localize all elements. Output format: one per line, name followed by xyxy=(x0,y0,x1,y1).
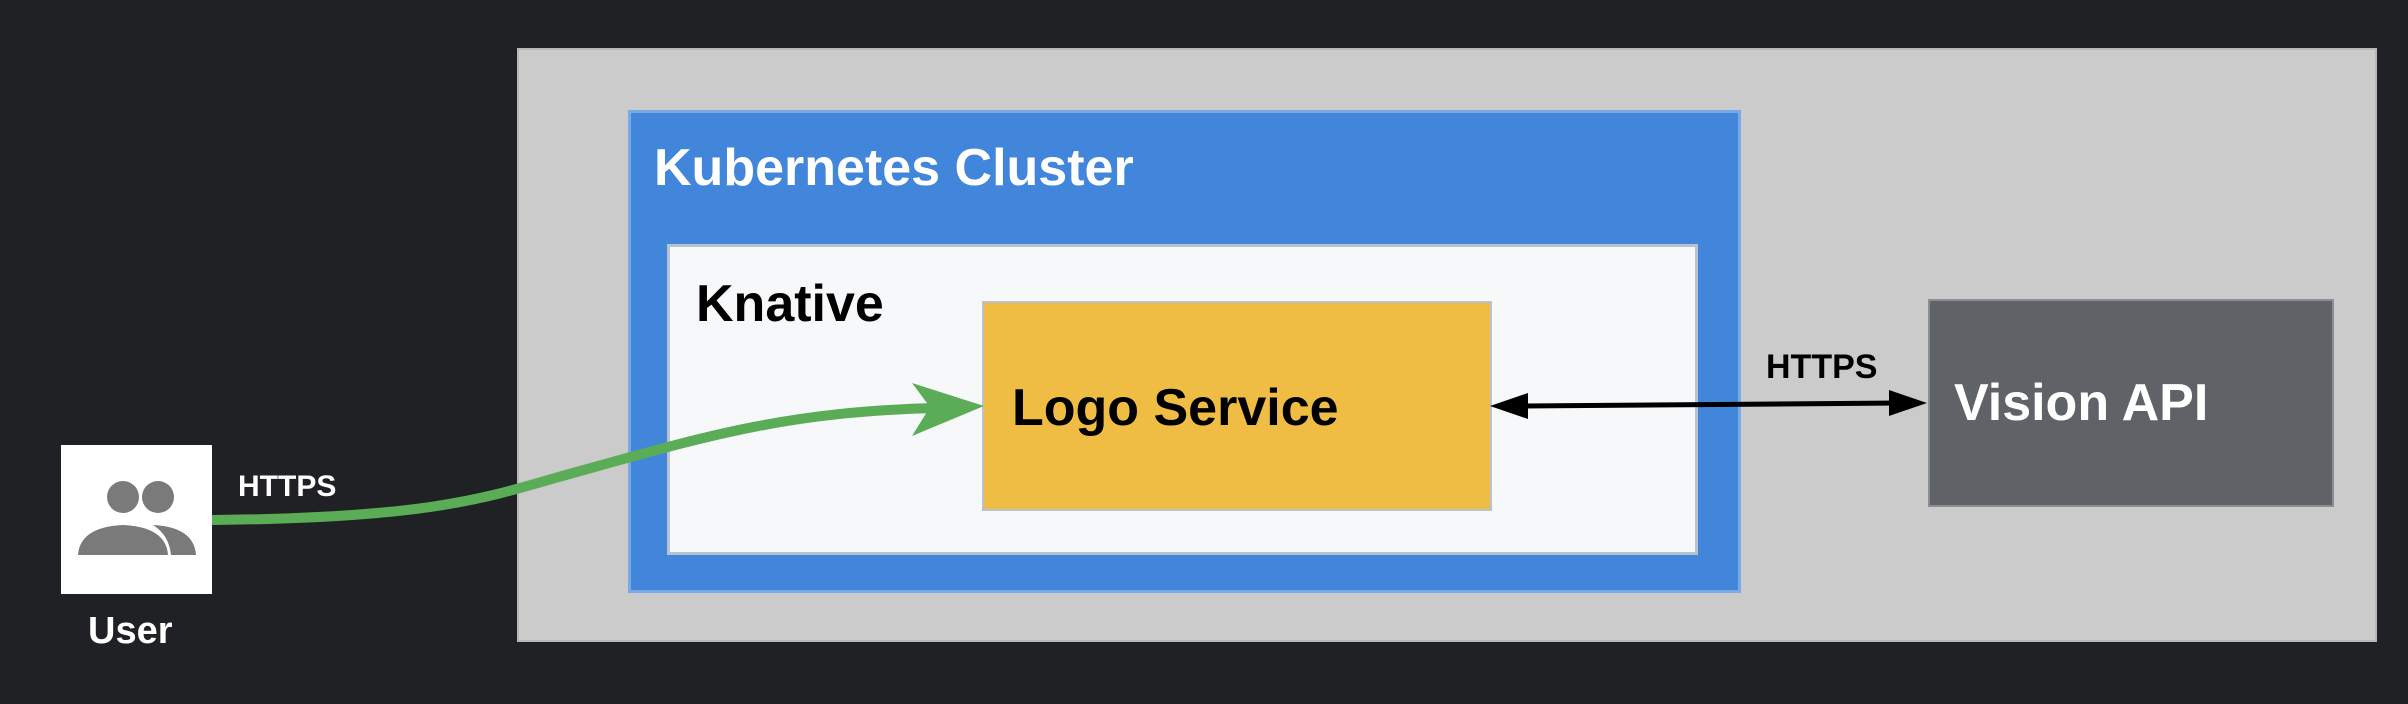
logo-service-to-vision-api-connector xyxy=(1519,400,1901,409)
kubernetes-cluster-label: Kubernetes Cluster xyxy=(654,139,1134,197)
left-arrowhead xyxy=(1490,393,1528,419)
user-to-logo-service-connector xyxy=(211,403,936,525)
user-label: User xyxy=(88,610,173,652)
user-https-label: HTTPS xyxy=(238,470,337,503)
right-arrowhead xyxy=(1889,390,1927,416)
user-group-icon xyxy=(78,481,196,555)
vision-api-box xyxy=(1928,299,2334,507)
logo-service-label: Logo Service xyxy=(1012,379,1339,437)
green-arrowhead xyxy=(912,383,984,436)
vision-https-label: HTTPS xyxy=(1766,348,1878,386)
knative-label: Knative xyxy=(696,275,884,333)
logo-service-box xyxy=(982,301,1492,511)
user-tile xyxy=(61,445,212,594)
vision-api-label: Vision API xyxy=(1954,374,2209,432)
